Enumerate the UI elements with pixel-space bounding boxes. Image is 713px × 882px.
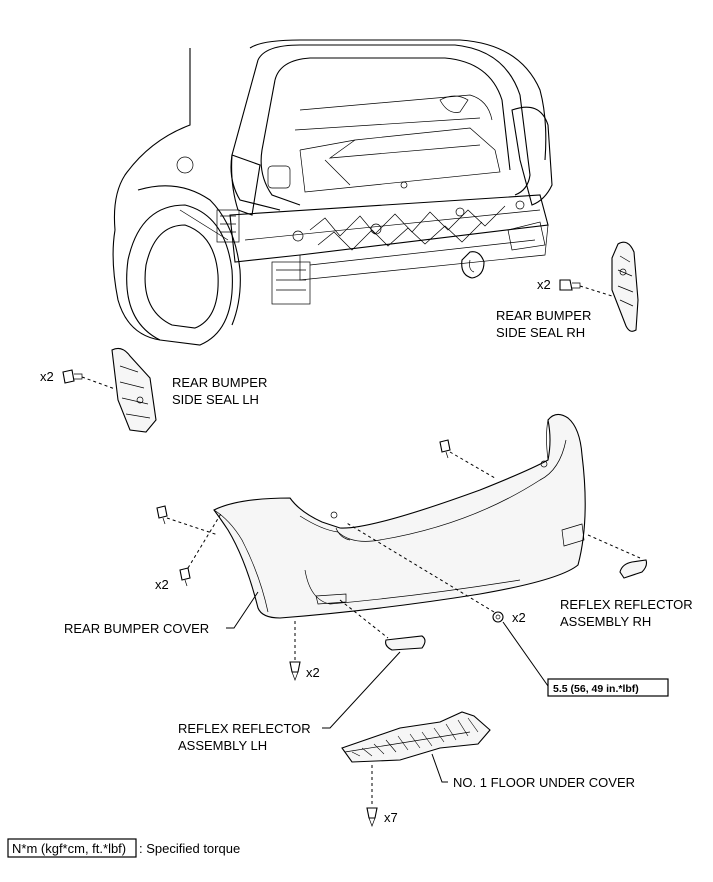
reflex-reflector-lh-dashed-line [339, 599, 389, 639]
cover-bolt-torque [492, 611, 504, 623]
reflex-reflector-rh [619, 559, 648, 579]
legend-torque-description: : Specified torque [139, 841, 240, 856]
reflex-reflector-lh [385, 635, 426, 651]
rh-seal-dashed-line [579, 285, 613, 297]
cover-bolt-torque-dashed-line [344, 521, 495, 613]
reflex-reflector-lh-leader [322, 651, 401, 729]
reflex-reflector-rh-label-line1: REFLEX REFLECTOR [560, 597, 693, 612]
rear-bumper-cover-leader [226, 591, 259, 629]
torque-value: 5.5 (56, 49 in.*lbf) [553, 683, 639, 695]
cover-side-clip-dashed-line [187, 511, 223, 569]
cover-side-clip-qty: x2 [155, 577, 169, 592]
cover-bolt-torque-qty: x2 [512, 610, 526, 625]
cover-bottom-clip [289, 661, 301, 681]
rh-seal-screw-qty: x2 [537, 277, 551, 292]
rear-bumper-side-seal-lh-label-line1: REAR BUMPER [172, 375, 267, 390]
lh-seal-screw-qty: x2 [40, 369, 54, 384]
rear-bumper-side-seal-rh [611, 241, 639, 332]
reflex-reflector-lh-label-line2: ASSEMBLY LH [178, 738, 267, 753]
rear-bumper-side-seal-rh-label-line1: REAR BUMPER [496, 308, 591, 323]
rear-bumper-cover-label: REAR BUMPER COVER [64, 621, 209, 636]
floor-under-cover [341, 711, 491, 763]
cover-side-clip [179, 567, 191, 587]
floor-under-cover-label: NO. 1 FLOOR UNDER COVER [453, 775, 635, 790]
cover-bolt-left [156, 505, 168, 525]
rear-bumper-side-seal-rh-label-line2: SIDE SEAL RH [496, 325, 585, 340]
torque-leader-line [502, 621, 549, 687]
torque-value-box [547, 678, 669, 697]
cover-bolt-upper-dashed-line [449, 451, 496, 479]
cover-bottom-clip-qty: x2 [306, 665, 320, 680]
cover-bolt-upper [439, 439, 451, 459]
reflex-reflector-lh-label-line1: REFLEX REFLECTOR [178, 721, 311, 736]
reflex-reflector-rh-label-line2: ASSEMBLY RH [560, 614, 651, 629]
lh-seal-dashed-line [81, 376, 116, 390]
cover-bolt-left-dashed-line [166, 517, 219, 536]
rh-seal-screw [559, 279, 581, 291]
rear-bumper-side-seal-lh [111, 347, 157, 433]
rear-bumper-side-seal-lh-label-line2: SIDE SEAL LH [172, 392, 259, 407]
reflex-reflector-rh-dashed-line [587, 534, 641, 559]
floor-under-cover-leader [431, 753, 448, 783]
legend-torque-unit-box [7, 838, 137, 858]
lh-seal-screw [62, 369, 83, 384]
vehicle-rear-body [112, 39, 553, 346]
floor-under-cover-clip [366, 807, 378, 827]
legend-torque-unit: N*m (kgf*cm, ft.*lbf) [12, 841, 126, 856]
rear-bumper-cover [213, 413, 586, 619]
floor-under-cover-clip-qty: x7 [384, 810, 398, 825]
